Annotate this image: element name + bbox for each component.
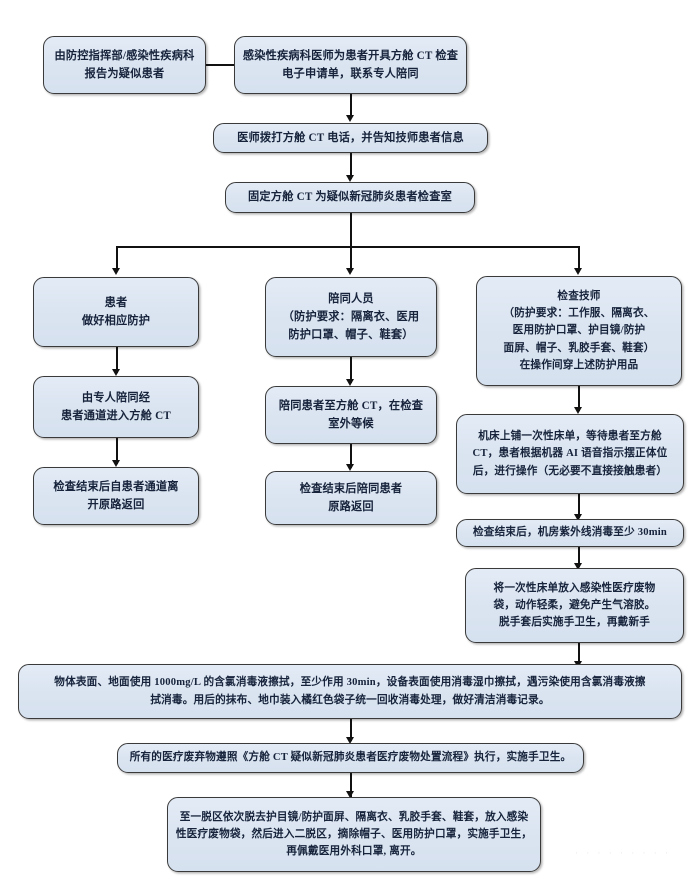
node-doffing-line-2: 性医疗废物袋，然后进入二脱区，摘除帽子、医用防护口罩，实施手卫生， bbox=[175, 828, 533, 840]
node-patient-escort[interactable]: 由专人陪同经 患者通道进入方舱 CT bbox=[33, 376, 199, 438]
node-sheet-disposal-line-2: 袋，动作轻柔，避免产生气溶胶。 bbox=[493, 599, 656, 611]
connector-order-to-call bbox=[350, 94, 352, 118]
node-patient-leave-line-2: 开原路返回 bbox=[87, 499, 145, 511]
arrowhead-branch-left bbox=[112, 268, 120, 275]
connector-source-to-order bbox=[206, 64, 234, 66]
node-patient-protect[interactable]: 患者 做好相应防护 bbox=[33, 277, 199, 347]
arrowhead-uv-to-sheet-disposal bbox=[574, 563, 582, 570]
node-patient-escort-line-2: 患者通道进入方舱 CT bbox=[60, 410, 172, 422]
node-doffing[interactable]: 至一脱区依次脱去护目镜/防护面屏、隔离衣、乳胶手套、鞋套，放入感染 性医疗废物袋… bbox=[167, 797, 541, 872]
connector-waste-to-doffing bbox=[350, 773, 352, 797]
connector-uv-to-sheet-disposal bbox=[578, 547, 580, 567]
node-escort-return-line-1: 检查结束后陪同患者 bbox=[299, 482, 403, 495]
node-patient-leave[interactable]: 检查结束后自患者通道离 开原路返回 bbox=[33, 467, 199, 525]
node-patient-escort-line-1: 由专人陪同经 bbox=[81, 391, 151, 404]
arrowhead-escort-staff-to-wait bbox=[346, 379, 354, 386]
node-escort-return-line-2: 原路返回 bbox=[328, 501, 374, 513]
node-medical-waste[interactable]: 所有的医疗废弃物遵照《方舱 CT 疑似新冠肺炎患者医疗废物处置流程》执行，实施手… bbox=[117, 743, 584, 773]
node-sheet-disposal-line-1: 将一次性床单放入感染性医疗废物 bbox=[493, 582, 656, 594]
node-escort-wait[interactable]: 陪同患者至方舱 CT，在检查 室外等候 bbox=[265, 386, 437, 444]
connector-escort-wait-to-return bbox=[350, 444, 352, 468]
connector-surface-to-waste bbox=[350, 719, 352, 741]
arrowhead-surface-to-waste bbox=[346, 737, 354, 744]
connector-branch-middle bbox=[350, 246, 352, 270]
node-medical-waste-line-1: 所有的医疗废弃物遵照《方舱 CT 疑似新冠肺炎患者医疗废物处置流程》执行，实施手… bbox=[129, 752, 572, 764]
node-call-ct-line-1: 医师拨打方舱 CT 电话，并告知技师患者信息 bbox=[237, 131, 464, 144]
node-fixed-room[interactable]: 固定方舱 CT 为疑似新冠肺炎患者检查室 bbox=[225, 182, 475, 213]
node-uv-disinfect[interactable]: 检查结束后，机房紫外线消毒至少 30min bbox=[456, 519, 684, 547]
node-technician-line-5: 在操作间穿上述防护用品 bbox=[519, 359, 639, 371]
arrowhead-branch-middle bbox=[346, 268, 354, 275]
node-order-request[interactable]: 感染性疾病科医师为患者开具方舱 CT 检查 电子申请单，联系专人陪同 bbox=[234, 36, 467, 94]
arrowhead-bedsheet-to-uv bbox=[574, 514, 582, 521]
connector-split-bus bbox=[116, 246, 579, 248]
node-doffing-line-1: 至一脱区依次脱去护目镜/防护面屏、隔离衣、乳胶手套、鞋套，放入感染 bbox=[179, 811, 529, 823]
node-sheet-disposal[interactable]: 将一次性床单放入感染性医疗废物 袋，动作轻柔，避免产生气溶胶。 脱手套后实施手卫… bbox=[465, 568, 684, 643]
connector-technician-to-bedsheet bbox=[578, 386, 580, 411]
node-technician-line-2: （防护要求：工作服、隔离衣、 bbox=[503, 308, 655, 320]
watermark: · · · · · · · · · bbox=[575, 848, 671, 858]
node-source-report-line-1: 由防控指挥部/感染性疾病科 bbox=[54, 49, 195, 62]
node-surface-disinfect-line-2: 拭消毒。用后的抹布、地巾装入橘红色袋子统一回收消毒处理，做好清洁消毒记录。 bbox=[150, 694, 550, 706]
node-call-ct[interactable]: 医师拨打方舱 CT 电话，并告知技师患者信息 bbox=[213, 123, 488, 153]
node-source-report-line-2: 报告为疑似患者 bbox=[84, 68, 165, 80]
node-escort-wait-line-2: 室外等候 bbox=[328, 418, 374, 430]
node-bed-sheet-op-line-3: 后，进行操作（无必要不直接接触患者） bbox=[472, 465, 668, 477]
node-escort-staff[interactable]: 陪同人员 （防护要求：隔离衣、医用 防护口罩、帽子、鞋套） bbox=[265, 277, 437, 357]
node-technician[interactable]: 检查技师 （防护要求：工作服、隔离衣、 医用防护口罩、护目镜/防护 面屏、帽子、… bbox=[476, 276, 682, 386]
arrowhead-technician-to-bedsheet bbox=[574, 407, 582, 414]
node-escort-wait-line-1: 陪同患者至方舱 CT，在检查 bbox=[278, 399, 424, 412]
node-patient-protect-line-1: 患者 bbox=[104, 296, 128, 309]
node-escort-staff-line-3: 防护口罩、帽子、鞋套） bbox=[288, 329, 414, 342]
connector-sheet-disposal-to-surface bbox=[578, 643, 580, 665]
node-escort-staff-line-1: 陪同人员 bbox=[328, 292, 374, 305]
node-surface-disinfect[interactable]: 物体表面、地面使用 1000mg/L 的含氯消毒液擦拭，至少作用 30min，设… bbox=[18, 664, 682, 719]
node-order-request-line-2: 电子申请单，联系专人陪同 bbox=[282, 68, 419, 80]
connector-fixed-stem bbox=[350, 213, 352, 248]
node-source-report[interactable]: 由防控指挥部/感染性疾病科 报告为疑似患者 bbox=[43, 36, 206, 94]
node-escort-return[interactable]: 检查结束后陪同患者 原路返回 bbox=[265, 471, 437, 525]
node-technician-line-4: 面屏、帽子、乳胶手套、鞋套） bbox=[503, 342, 655, 354]
arrowhead-waste-to-doffing bbox=[346, 791, 354, 798]
connector-call-to-fixed bbox=[350, 153, 352, 179]
node-technician-line-3: 医用防护口罩、护目镜/防护 bbox=[512, 325, 646, 337]
node-uv-disinfect-line-1: 检查结束后，机房紫外线消毒至少 30min bbox=[472, 527, 667, 539]
connector-bedsheet-to-uv bbox=[578, 494, 580, 518]
node-technician-line-1: 检查技师 bbox=[557, 291, 601, 303]
node-bed-sheet-op[interactable]: 机床上铺一次性床单，等待患者至方舱 CT，患者根据机器 AI 语音指示摆正体位 … bbox=[456, 414, 684, 494]
node-patient-leave-line-1: 检查结束后自患者通道离 bbox=[53, 480, 179, 493]
arrowhead-order-to-call bbox=[346, 115, 354, 122]
arrowhead-patient-escort-to-leave bbox=[112, 460, 120, 467]
node-bed-sheet-op-line-2: CT，患者根据机器 AI 语音指示摆正体位 bbox=[472, 448, 668, 460]
arrowhead-branch-right bbox=[574, 268, 582, 275]
node-bed-sheet-op-line-1: 机床上铺一次性床单，等待患者至方舱 bbox=[478, 431, 662, 443]
connector-patient-protect-to-escort bbox=[116, 347, 118, 373]
connector-branch-left bbox=[116, 246, 118, 270]
connector-escort-staff-to-wait bbox=[350, 357, 352, 383]
node-sheet-disposal-line-3: 脱手套后实施手卫生，再戴新手 bbox=[498, 617, 651, 629]
node-patient-protect-line-2: 做好相应防护 bbox=[81, 315, 151, 327]
connector-patient-escort-to-leave bbox=[116, 438, 118, 464]
node-fixed-room-line-1: 固定方舱 CT 为疑似新冠肺炎患者检查室 bbox=[248, 191, 452, 204]
connector-branch-right bbox=[578, 246, 580, 270]
node-order-request-line-1: 感染性疾病科医师为患者开具方舱 CT 检查 bbox=[242, 49, 459, 62]
node-doffing-line-3: 再佩戴医用外科口罩, 离开。 bbox=[286, 846, 422, 858]
arrowhead-escort-wait-to-return bbox=[346, 464, 354, 471]
node-surface-disinfect-line-1: 物体表面、地面使用 1000mg/L 的含氯消毒液擦拭，至少作用 30min，设… bbox=[54, 677, 646, 689]
arrowhead-patient-protect-to-escort bbox=[112, 369, 120, 376]
arrowhead-call-to-fixed bbox=[346, 175, 354, 182]
node-escort-staff-line-2: （防护要求：隔离衣、医用 bbox=[282, 310, 420, 323]
